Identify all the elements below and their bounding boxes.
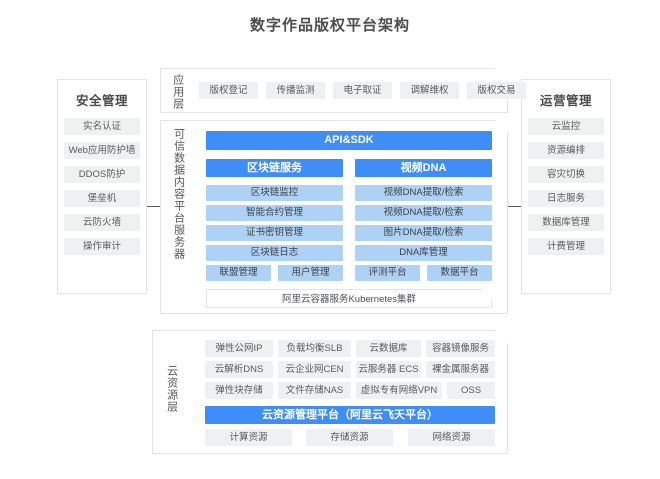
operations-item-billing-mgmt[interactable]: 计费管理 bbox=[528, 238, 604, 255]
operations-item-cloud-monitor[interactable]: 云监控 bbox=[528, 118, 604, 135]
page-title: 数字作品版权平台架构 bbox=[249, 17, 410, 34]
cloud-res-rds[interactable]: 云数据库 bbox=[356, 340, 421, 357]
operations-panel-heading: 运营管理 bbox=[539, 94, 592, 108]
security-item-shimingrenzheng[interactable]: 实名认证 bbox=[64, 118, 140, 135]
security-item-ddos[interactable]: DDOS防护 bbox=[64, 166, 140, 183]
blockchain-item-monitor[interactable]: 区块链监控 bbox=[206, 185, 343, 201]
cloud-resource-mgmt-bar[interactable]: 云资源管理平台（阿里云飞天平台） bbox=[205, 406, 495, 424]
security-item-cloud-firewall[interactable]: 云防火墙 bbox=[64, 214, 140, 231]
cloud-resource-label: 云资源层 bbox=[165, 365, 178, 413]
application-layer-items: 版权登记 传播监测 电子取证 调解维权 版权交易 bbox=[199, 82, 526, 99]
application-layer-label: 应用层 bbox=[171, 74, 184, 110]
cloud-res-dns[interactable]: 云解析DNS bbox=[205, 361, 273, 378]
security-item-bastion[interactable]: 堡垒机 bbox=[64, 190, 140, 207]
security-item-operation-audit[interactable]: 操作审计 bbox=[64, 238, 140, 255]
video-dna-item-image-extract[interactable]: 图片DNA提取/检索 bbox=[355, 225, 492, 241]
blockchain-item-smart-contract[interactable]: 智能合约管理 bbox=[206, 205, 343, 221]
blockchain-item-cert-key-mgmt[interactable]: 证书密钥管理 bbox=[206, 225, 343, 241]
video-dna-item-evaluation-platform[interactable]: 评测平台 bbox=[355, 265, 420, 281]
security-panel: 安全管理 实名认证 Web应用防护墙 DDOS防护 堡垒机 云防火墙 操作审计 bbox=[57, 79, 147, 294]
cloud-res-eip[interactable]: 弹性公网IP bbox=[205, 340, 273, 357]
cloud-res-bare-metal[interactable]: 裸金属服务器 bbox=[426, 361, 495, 378]
api-sdk-bar[interactable]: API&SDK bbox=[206, 131, 492, 150]
core-platform-label: 可信数据内容平台服务器 bbox=[172, 128, 185, 260]
operations-item-database-mgmt[interactable]: 数据库管理 bbox=[528, 214, 604, 231]
video-dna-item-extract-1[interactable]: 视频DNA提取/检索 bbox=[355, 185, 492, 201]
app-item-dissemination-monitoring[interactable]: 传播监测 bbox=[266, 82, 325, 99]
blockchain-item-alliance-mgmt[interactable]: 联盟管理 bbox=[206, 265, 271, 281]
cloud-res-nas[interactable]: 文件存储NAS bbox=[278, 382, 351, 399]
operations-item-log-service[interactable]: 日志服务 bbox=[528, 190, 604, 207]
app-item-electronic-evidence[interactable]: 电子取证 bbox=[333, 82, 392, 99]
operations-panel: 运营管理 云监控 资源编排 容灾切换 日志服务 数据库管理 计费管理 bbox=[521, 79, 611, 294]
cloud-footer-storage[interactable]: 存储资源 bbox=[306, 429, 393, 446]
operations-item-disaster-switch[interactable]: 容灾切换 bbox=[528, 166, 604, 183]
cloud-res-oss[interactable]: OSS bbox=[447, 382, 495, 399]
cloud-res-block-storage[interactable]: 弹性块存储 bbox=[205, 382, 273, 399]
cloud-res-ecs[interactable]: 云服务器 ECS bbox=[356, 361, 421, 378]
security-item-waf[interactable]: Web应用防护墙 bbox=[64, 142, 140, 159]
video-dna-header[interactable]: 视频DNA bbox=[355, 159, 492, 177]
cloud-footer-network[interactable]: 网络资源 bbox=[408, 429, 495, 446]
video-dna-item-data-platform[interactable]: 数据平台 bbox=[427, 265, 492, 281]
blockchain-item-log[interactable]: 区块链日志 bbox=[206, 245, 343, 261]
cloud-res-slb[interactable]: 负载均衡SLB bbox=[278, 340, 351, 357]
cloud-res-cen[interactable]: 云企业网CEN bbox=[278, 361, 351, 378]
cloud-res-container-registry[interactable]: 容器镜像服务 bbox=[426, 340, 495, 357]
operations-item-resource-orchestration[interactable]: 资源编排 bbox=[528, 142, 604, 159]
cloud-res-vpn[interactable]: 虚拟专有网络VPN bbox=[356, 382, 442, 399]
blockchain-item-user-mgmt[interactable]: 用户管理 bbox=[278, 265, 343, 281]
video-dna-item-extract-2[interactable]: 视频DNA提取/检索 bbox=[355, 205, 492, 221]
app-item-copyright-registration[interactable]: 版权登记 bbox=[199, 82, 258, 99]
cloud-footer-compute[interactable]: 计算资源 bbox=[205, 429, 292, 446]
app-item-mediation-rights[interactable]: 调解维权 bbox=[400, 82, 459, 99]
app-item-copyright-trading[interactable]: 版权交易 bbox=[467, 82, 526, 99]
blockchain-service-header[interactable]: 区块链服务 bbox=[206, 159, 343, 177]
kubernetes-cluster-bar[interactable]: 阿里云容器服务Kubernetes集群 bbox=[206, 289, 492, 308]
video-dna-item-db-mgmt[interactable]: DNA库管理 bbox=[355, 245, 492, 261]
security-panel-heading: 安全管理 bbox=[75, 94, 128, 108]
